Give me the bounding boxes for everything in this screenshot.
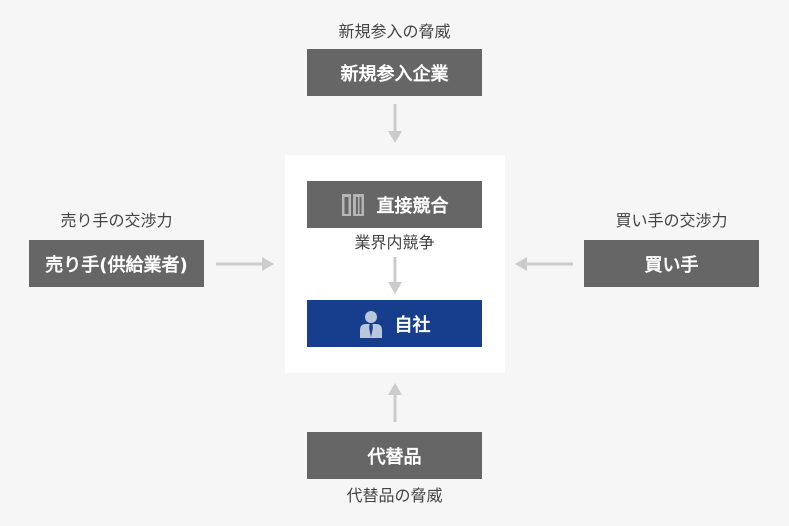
self-company-label: 自社 [394,314,431,336]
direct-competition-label: 直接競合 [376,195,449,217]
suppliers-label: 売り手(供給業者) [45,254,188,276]
direct-competition-box: 直接競合 [307,181,482,228]
person-icon [359,310,383,338]
arrow-competition-to-self [388,257,402,294]
arrow-suppliers-to-panel [216,257,274,271]
self-company-box: 自社 [307,300,482,347]
substitutes-box: 代替品 [307,432,482,479]
new-entrants-box: 新規参入企業 [307,49,482,96]
buyers-box: 買い手 [584,240,759,287]
new-entrants-label: 新規参入企業 [340,63,449,85]
suppliers-caption: 売り手の交渉力 [60,211,173,230]
arrow-buyers-to-panel [515,257,573,271]
arrow-new-entrants-to-panel [388,104,402,143]
new-entrants-caption: 新規参入の脅威 [338,22,451,41]
direct-competition-caption: 業界内競争 [354,233,435,252]
substitutes-label: 代替品 [367,446,422,468]
suppliers-box: 売り手(供給業者) [29,240,204,287]
building-icon [341,193,365,217]
buyers-label: 買い手 [644,254,699,276]
arrow-substitutes-to-panel [388,383,402,422]
buyers-caption: 買い手の交渉力 [615,211,728,230]
substitutes-caption: 代替品の脅威 [346,486,443,505]
